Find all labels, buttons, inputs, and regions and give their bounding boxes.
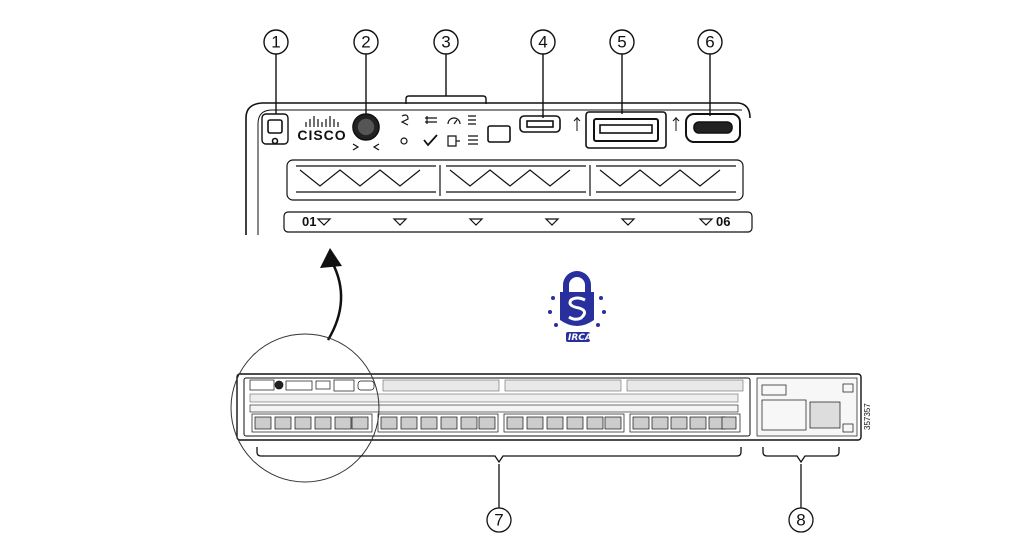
status-leds [400,114,478,147]
callout-num-8: 8 [796,511,805,530]
callout-num-2: 2 [361,33,370,52]
callout-num-1: 1 [271,33,280,52]
zoom-arrow [320,248,343,341]
zoomed-front-panel: CISCO [245,102,753,235]
callout-num-3: 3 [441,33,450,52]
port-label-last: 06 [716,214,730,229]
callout-num-7: 7 [494,511,503,530]
callout-circle-7 [486,507,512,533]
watermark-text: IRCACI [568,333,602,343]
callout-group-top [263,29,723,118]
callout-num-6: 6 [705,33,714,52]
callout-num-5: 5 [617,33,626,52]
switch-chassis [236,373,862,441]
usb-type-a-port[interactable] [585,111,680,149]
network-module-slot [756,377,858,437]
watermark-logo [548,271,606,342]
magnifier-circle [230,333,380,483]
cisco-brand-text: CISCO [297,127,346,143]
mode-button[interactable] [261,113,289,145]
usb-mini-console-port[interactable] [487,115,581,143]
callout-circle-8 [788,507,814,533]
callout-group-bottom [256,447,840,533]
port-label-first: 01 [302,214,316,229]
mini-front-panel [249,379,375,392]
figure-id: 357357 [863,403,872,430]
usb-type-c-port[interactable] [685,113,741,143]
downlink-ports [251,413,741,433]
port-label-strip [283,211,753,233]
callout-num-4: 4 [538,33,547,52]
vent-panel [286,159,744,201]
cisco-power-button[interactable] [352,113,380,151]
cisco-logo [305,116,339,127]
